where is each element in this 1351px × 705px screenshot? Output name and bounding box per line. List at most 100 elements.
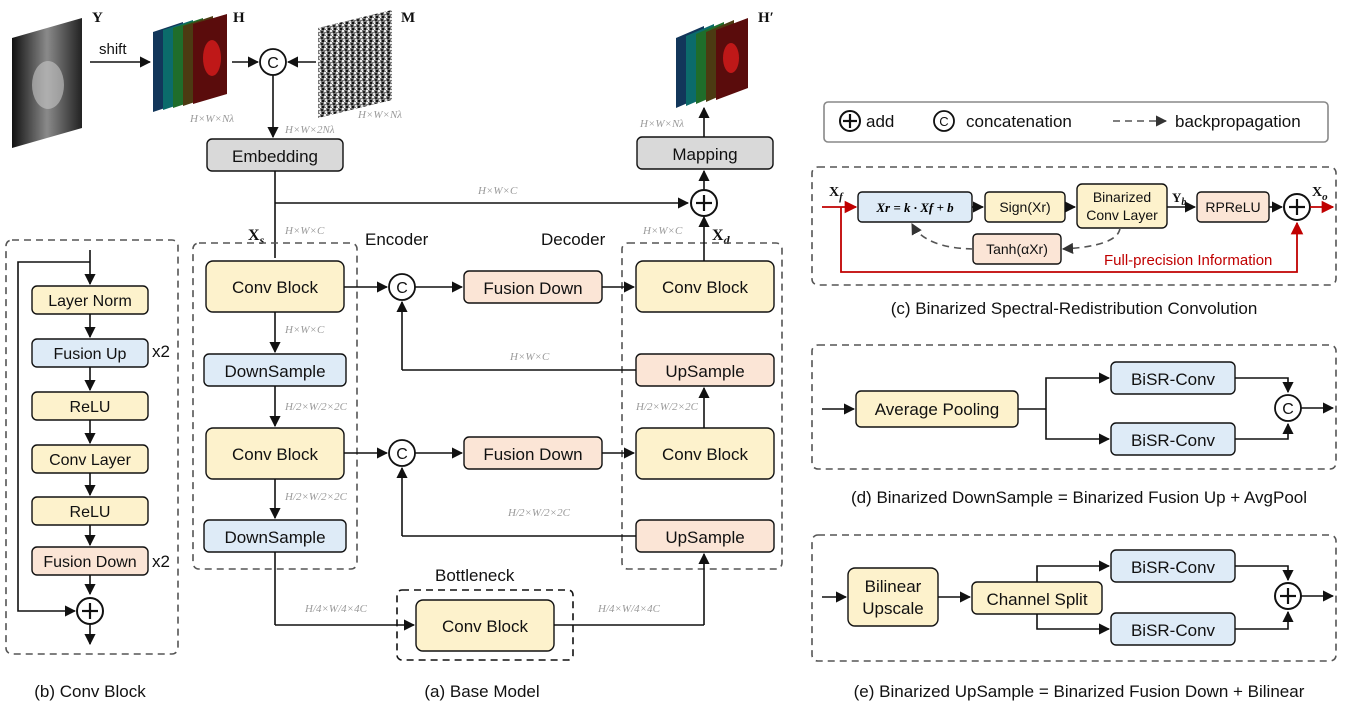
- dim-bneck-in: H/4×W/4×4C: [304, 603, 368, 615]
- dim-skip1: H×W×C: [509, 351, 550, 363]
- legend-concat-icon: C: [933, 110, 955, 132]
- bottleneck-label: Bottleneck: [435, 566, 515, 585]
- label-h: H: [233, 10, 245, 26]
- encoder-downsample-2-label: DownSample: [224, 528, 325, 547]
- yb-label: Yb: [1172, 190, 1186, 208]
- binarized-conv-layer-block: [1076, 183, 1168, 229]
- downsample-bisr-conv-top-label: BiSR-Conv: [1131, 370, 1216, 389]
- decoder-conv-block-1-label: Conv Block: [662, 278, 748, 297]
- dim-h: H×W×Nλ: [189, 113, 234, 125]
- backprop-arrow-1: [1061, 227, 1121, 255]
- bisr-conv-group: [811, 166, 1337, 286]
- binarized-conv-label-1: Binarized: [1093, 189, 1151, 205]
- svg-text:C: C: [267, 55, 279, 72]
- hsi-cube-h-prime: [676, 18, 748, 108]
- add-icon: [76, 597, 104, 625]
- dim-concat: H×W×2Nλ: [284, 124, 335, 136]
- dim-mapping-out: H×W×Nλ: [639, 118, 684, 130]
- decoder-conv-block-2-label: Conv Block: [662, 445, 748, 464]
- decoder-conv-block-1: [635, 260, 775, 313]
- label-h-prime: H′: [758, 10, 774, 26]
- label-y: Y: [92, 10, 103, 26]
- dim-skip-top: H×W×C: [477, 185, 518, 197]
- encoder-conv-block-1-label: Conv Block: [232, 278, 318, 297]
- label-m: M: [401, 10, 415, 26]
- concat-icon: C: [259, 48, 287, 76]
- concat-icon: C: [388, 439, 416, 467]
- dim-m: H×W×Nλ: [357, 109, 402, 121]
- decoder-upsample-2-label: UpSample: [665, 528, 744, 547]
- dim-up1: H/2×W/2×2C: [635, 401, 699, 413]
- legend-add-label: add: [866, 112, 894, 131]
- encoder-group: [192, 242, 358, 570]
- shift-label: shift: [99, 41, 127, 58]
- decoder-upsample-1-label: UpSample: [665, 362, 744, 381]
- embedding-label: Embedding: [232, 147, 318, 166]
- hsi-cube-h: [153, 14, 227, 112]
- upsample-bisr-conv-top-label: BiSR-Conv: [1131, 558, 1216, 577]
- dim-enc1: H×W×C: [284, 324, 325, 336]
- full-precision-path: [840, 207, 1304, 273]
- xo-label: Xo: [1312, 185, 1328, 203]
- encoder-label: Encoder: [365, 230, 429, 249]
- svg-text:C: C: [939, 114, 948, 129]
- tanh-label: Tanh(αXr): [986, 241, 1048, 257]
- caption-base-model: (a) Base Model: [424, 682, 539, 701]
- xs-label: Xs: [248, 227, 265, 247]
- caption-upsample: (e) Binarized UpSample = Binarized Fusio…: [854, 682, 1305, 701]
- encoder-downsample-1-label: DownSample: [224, 362, 325, 381]
- fusion-down-2-label: Fusion Down: [483, 445, 582, 464]
- full-precision-label: Full-precision Information: [1104, 252, 1272, 269]
- mapping-label: Mapping: [672, 145, 737, 164]
- add-icon: [1283, 193, 1311, 221]
- dim-down1: H/2×W/2×2C: [284, 401, 348, 413]
- dim-down2: H/2×W/2×2C: [284, 491, 348, 503]
- upsample-group: [811, 534, 1337, 662]
- add-icon: [1274, 582, 1302, 610]
- svg-text:C: C: [396, 446, 408, 463]
- dim-skip2: H/2×W/2×2C: [507, 507, 571, 519]
- svg-text:C: C: [1282, 401, 1294, 418]
- xd-label: Xd: [712, 227, 731, 247]
- legend-concat-label: concatenation: [966, 112, 1072, 131]
- decoder-conv-block-2: [635, 427, 775, 480]
- caption-downsample: (d) Binarized DownSample = Binarized Fus…: [851, 488, 1307, 507]
- legend-add-icon: [839, 110, 861, 132]
- measurement-image-y: [12, 18, 82, 148]
- fusion-down-repeat: x2: [152, 552, 170, 571]
- dim-xs: H×W×C: [284, 225, 325, 237]
- conv-block-layer-label: Fusion Down: [43, 554, 136, 571]
- upsample-bisr-conv-bottom-label: BiSR-Conv: [1131, 621, 1216, 640]
- bilinear-label-1: Bilinear: [865, 577, 922, 596]
- conv-block-group: [5, 239, 179, 655]
- mapping-block: [636, 136, 774, 170]
- channel-split-label: Channel Split: [986, 590, 1087, 609]
- fusion-up-repeat: x2: [152, 342, 170, 361]
- xf-label: Xf: [829, 185, 844, 203]
- encoder-conv-block-2-label: Conv Block: [232, 445, 318, 464]
- concat-icon: C: [1274, 394, 1302, 422]
- average-pooling-label: Average Pooling: [875, 400, 999, 419]
- rprelu-label: RPReLU: [1205, 199, 1260, 215]
- conv-block-layer-label: ReLU: [70, 399, 111, 416]
- binarized-conv-label-2: Conv Layer: [1086, 207, 1158, 223]
- mask-image-m: [318, 10, 392, 118]
- caption-conv-block: (b) Conv Block: [34, 682, 146, 701]
- conv-block-layer-label: Conv Layer: [49, 452, 131, 469]
- add-icon: [690, 189, 718, 217]
- dim-bneck-out: H/4×W/4×4C: [597, 603, 661, 615]
- decoder-label: Decoder: [541, 230, 606, 249]
- conv-block-layer-label: Layer Norm: [48, 293, 132, 310]
- conv-block-layer-label: ReLU: [70, 504, 111, 521]
- bilinear-label-2: Upscale: [862, 599, 923, 618]
- caption-bisr: (c) Binarized Spectral-Redistribution Co…: [891, 299, 1258, 318]
- scale-shift-formula: Xr = k · Xf + b: [875, 200, 954, 215]
- downsample-group: [811, 344, 1337, 470]
- conv-block-layer-label: Fusion Up: [54, 346, 127, 363]
- decoder-group: [621, 242, 783, 570]
- bottleneck-conv-block-label: Conv Block: [442, 617, 528, 636]
- dim-xd: H×W×C: [642, 225, 683, 237]
- backprop-arrow-2: [911, 223, 974, 250]
- downsample-bisr-conv-bottom-label: BiSR-Conv: [1131, 431, 1216, 450]
